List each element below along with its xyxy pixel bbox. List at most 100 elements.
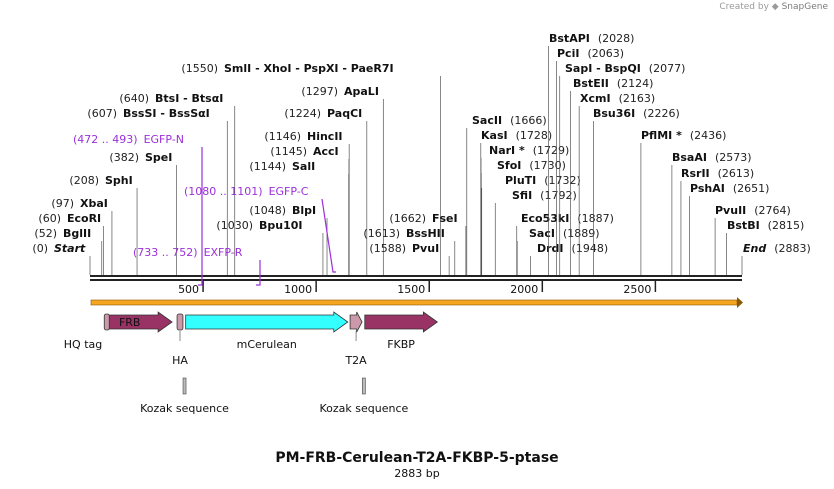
site-label: (1030)Bpu10I [216, 219, 302, 232]
site-name: BstEII [573, 77, 609, 90]
feature-box [103, 313, 110, 331]
site-label: Bsu36I(2226) [593, 107, 680, 120]
site-label: SacI(1889) [529, 227, 600, 240]
site-label: PciI(2063) [557, 47, 624, 60]
site-name: BglII [63, 227, 91, 240]
primer-leader [256, 260, 261, 286]
site-label: NarI *(1729) [489, 144, 569, 157]
site-position: (607) [87, 107, 117, 120]
site-position: (1048) [249, 204, 286, 217]
site-position: (2077) [649, 62, 686, 75]
feature-label: T2A [344, 354, 367, 367]
primer-exfp-r: (733 .. 752)EXFP-R [133, 246, 261, 286]
site-name: SacII [472, 114, 502, 127]
site-name: Start [54, 242, 86, 255]
snapgene-icon: ◆ [771, 2, 779, 12]
site-position: (2436) [690, 129, 727, 142]
site-position: (1732) [544, 174, 581, 187]
ruler-tick-label: 2000 [510, 283, 538, 296]
map-length: 2883 bp [394, 467, 440, 480]
site-position: (1666) [510, 114, 547, 127]
site-name: PluTI [505, 174, 536, 187]
site-label: XcmI(2163) [580, 92, 655, 105]
site-label: (60)EcoRI [38, 212, 101, 225]
site-name: NarI * [489, 144, 525, 157]
site-name: SpeI [145, 151, 172, 164]
site-bsssi: (607)BssSI - BssSαI [87, 107, 228, 275]
primer-range: (733 .. 752) [133, 246, 198, 259]
site-btsi: (640)BtsI - BtsαI [119, 92, 236, 275]
site-pvui: (1588)PvuI [369, 242, 450, 275]
site-position: (0) [32, 242, 48, 255]
site-position: (2764) [754, 204, 791, 217]
site-name: ApaLI [344, 85, 379, 98]
site-name: PaqCI [327, 107, 362, 120]
site-position: (1297) [301, 85, 338, 98]
site-position: (1146) [264, 130, 301, 143]
feature-ha: HA [172, 313, 188, 367]
site-name: KasI [481, 129, 508, 142]
site-name: BsaAI [672, 151, 707, 164]
primer-leader [321, 198, 336, 273]
site-smli: (1550) SmlI - XhoI - PspXI - PaeR7I [181, 62, 441, 275]
site-position: (208) [69, 174, 99, 187]
site-name: SfoI [497, 159, 521, 172]
site-label: (1550) SmlI - XhoI - PspXI - PaeR7I [181, 62, 393, 75]
credit-created-by: Created by [719, 2, 769, 12]
site-position: (382) [109, 151, 139, 164]
site-position: (1730) [529, 159, 566, 172]
site-name: SmlI - XhoI - PspXI - PaeR7I [224, 62, 394, 75]
site-label: SfiI(1792) [512, 189, 577, 202]
site-label: (1588)PvuI [369, 242, 439, 255]
site-name: SapI - BspQI [565, 62, 641, 75]
primer-label: (733 .. 752)EXFP-R [133, 246, 243, 259]
site-end: End(2883) [741, 242, 811, 275]
site-position: (1145) [270, 145, 307, 158]
primer-range: (1080 .. 1101) [184, 185, 263, 198]
site-label: End(2883) [743, 242, 811, 255]
site-hincii: (1146)HincII [264, 130, 350, 275]
site-position: (2028) [598, 32, 635, 45]
site-label: BstAPI (2028) [549, 32, 634, 45]
site-label: DrdI(1948) [537, 242, 608, 255]
primer-name: EGFP-C [269, 185, 309, 198]
site-position: (2124) [617, 77, 654, 90]
site-label: (1613) BssHII [363, 227, 444, 240]
site-position: (1550) [181, 62, 218, 75]
site-label: (1145) AccI [270, 145, 338, 158]
site-label: (1224)PaqCI [284, 107, 362, 120]
site-position: (2573) [715, 151, 752, 164]
site-bstbi: BstBI(2815) [726, 219, 804, 275]
site-label: BstBI(2815) [727, 219, 804, 232]
primer-leader [198, 147, 203, 286]
feature-mcerulean: mCerulean [185, 311, 349, 351]
site-bstapi: BstAPI (2028) [548, 32, 634, 275]
site-name: BssHII [406, 227, 445, 240]
ruler-tick-label: 2500 [623, 283, 651, 296]
site-bsshii: (1613) BssHII [363, 227, 456, 275]
kozak-sequence: Kozak sequence [140, 377, 229, 415]
site-name: EcoRI [67, 212, 101, 225]
site-label: (640)BtsI - BtsαI [119, 92, 223, 105]
snapgene-credit: Created by ◆ SnapGene [719, 2, 828, 12]
site-pcii: PciI(2063) [556, 47, 624, 275]
site-xbai: (97) XbaI [51, 197, 113, 275]
backbone-top [90, 275, 742, 277]
site-name: BstAPI [549, 32, 590, 45]
site-position: (1613) [363, 227, 400, 240]
site-label: (607)BssSI - BssSαI [87, 107, 209, 120]
site-name: XbaI [80, 197, 108, 210]
site-pvuii: PvuII(2764) [714, 204, 791, 275]
site-label: (208)SphI [69, 174, 132, 187]
site-name: XcmI [580, 92, 611, 105]
site-spei: (382) SpeI [109, 151, 177, 275]
feature-label: mCerulean [237, 338, 297, 351]
site-name: AccI [313, 145, 339, 158]
feature-label: FKBP [387, 338, 415, 351]
site-position: (97) [51, 197, 74, 210]
primer-egfp-c: (1080 .. 1101) EGFP-C [184, 185, 336, 273]
site-name: PshAI [690, 182, 725, 195]
site-name: BlpI [292, 204, 316, 217]
